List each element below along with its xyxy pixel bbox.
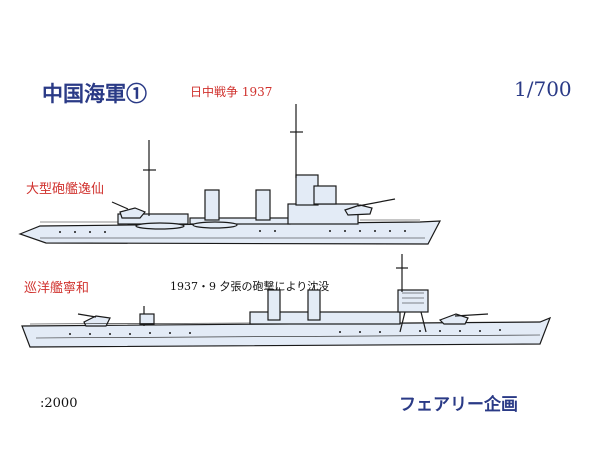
ship-name-ninghai: 巡洋艦寧和: [24, 281, 90, 296]
era-subtitle: 日中戦争 1937: [190, 85, 273, 99]
page-title: 中国海軍①: [42, 81, 147, 106]
gunboat-illustration: [18, 104, 442, 245]
cruiser-illustration: [21, 254, 552, 348]
catalog-code: :2000: [40, 396, 78, 411]
ship-name-yixian: 大型砲艦逸仙: [26, 182, 105, 197]
ship-fate-note: 1937・9 夕張の砲撃により沈没: [170, 280, 330, 293]
scale-label: 1/700: [514, 77, 572, 101]
maker-name: フェアリー企画: [399, 395, 518, 415]
